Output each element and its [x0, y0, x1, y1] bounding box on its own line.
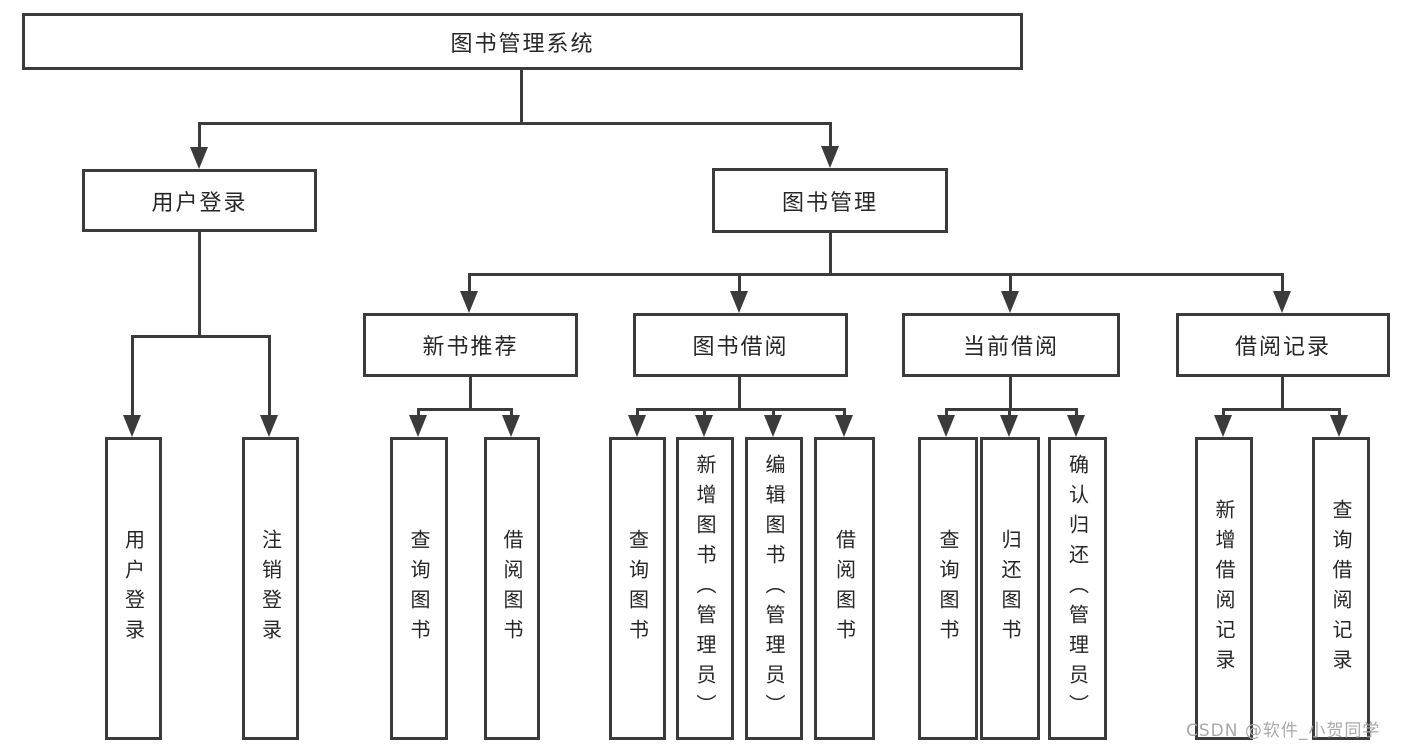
- leaf-query-books-borrowing: 查询图书: [609, 437, 666, 740]
- arrowhead-icon: [409, 415, 427, 437]
- connector-line: [1008, 408, 1011, 420]
- connector-line: [829, 233, 832, 273]
- arrowhead-icon: [460, 291, 478, 313]
- connector-line: [636, 408, 846, 411]
- leaf-query-borrow-record: 查询借阅记录: [1312, 437, 1370, 740]
- leaf-query-books-recommend: 查询图书: [390, 437, 448, 740]
- connector-line: [417, 408, 513, 411]
- arrowhead-icon: [821, 146, 839, 168]
- leaf-label: 用户登录: [121, 528, 146, 649]
- leaf-borrow-books-recommend: 借阅图书: [484, 437, 540, 740]
- arrowhead-icon: [502, 415, 520, 437]
- leaf-label: 确认归还（管理员）: [1065, 453, 1090, 724]
- leaf-query-books-current: 查询图书: [918, 437, 978, 740]
- arrowhead-icon: [1000, 415, 1018, 437]
- arrowhead-icon: [1214, 415, 1232, 437]
- connector-line: [417, 408, 420, 420]
- leaf-label: 新增图书（管理员）: [693, 453, 717, 724]
- node-new-book-recommendation: 新书推荐: [363, 313, 578, 377]
- leaf-add-books-admin: 新增图书（管理员）: [676, 437, 734, 740]
- leaf-add-borrow-record: 新增借阅记录: [1195, 437, 1253, 740]
- node-label: 图书借阅: [692, 335, 789, 360]
- connector-line: [636, 408, 639, 420]
- arrowhead-icon: [260, 415, 278, 437]
- node-label: 图书管理: [781, 190, 878, 216]
- leaf-label: 编辑图书（管理员）: [762, 453, 786, 724]
- connector-line: [843, 408, 846, 420]
- connector-line: [1009, 377, 1012, 408]
- leaf-label: 查询借阅记录: [1329, 498, 1353, 679]
- node-label: 借阅记录: [1234, 335, 1331, 360]
- leaf-label: 归还图书: [998, 528, 1022, 649]
- connector-line: [945, 408, 1078, 411]
- connector-line: [468, 273, 471, 295]
- arrowhead-icon: [1330, 415, 1348, 437]
- node-label: 新书推荐: [422, 335, 519, 360]
- leaf-label: 新增借阅记录: [1212, 498, 1236, 679]
- connector-line: [1075, 408, 1078, 420]
- connector-line: [1009, 273, 1012, 295]
- node-library-management-system: 图书管理系统: [22, 13, 1023, 70]
- connector-line: [520, 70, 523, 122]
- connector-line: [772, 408, 775, 420]
- node-borrowing-records: 借阅记录: [1176, 313, 1390, 377]
- node-book-borrowing: 图书借阅: [633, 313, 848, 377]
- node-label: 图书管理系统: [450, 31, 595, 57]
- connector-line: [738, 377, 741, 408]
- connector-line: [510, 408, 513, 420]
- arrowhead-icon: [1273, 291, 1291, 313]
- connector-line: [1281, 273, 1284, 295]
- node-user-login: 用户登录: [82, 169, 317, 232]
- leaf-edit-books-admin: 编辑图书（管理员）: [745, 437, 803, 740]
- node-current-borrowing: 当前借阅: [902, 313, 1120, 377]
- node-book-management: 图书管理: [712, 168, 948, 233]
- arrowhead-icon: [123, 415, 141, 437]
- leaf-label: 查询图书: [625, 528, 650, 649]
- arrowhead-icon: [1067, 415, 1085, 437]
- connector-line: [198, 232, 201, 335]
- watermark: CSDN @软件_小贺同学: [1186, 721, 1381, 741]
- connector-line: [829, 122, 832, 151]
- connector-line: [198, 122, 201, 151]
- connector-line: [738, 273, 741, 295]
- node-label: 当前借阅: [962, 335, 1059, 360]
- arrowhead-icon: [190, 147, 208, 169]
- connector-line: [703, 408, 706, 420]
- leaf-confirm-return-admin: 确认归还（管理员）: [1048, 437, 1107, 740]
- arrowhead-icon: [1001, 291, 1019, 313]
- connector-line: [198, 122, 831, 125]
- node-label: 用户登录: [151, 190, 248, 216]
- leaf-logout: 注销登录: [242, 437, 299, 740]
- leaf-label: 查询图书: [936, 528, 960, 649]
- leaf-label: 借阅图书: [500, 528, 524, 649]
- arrowhead-icon: [937, 415, 955, 437]
- connector-line: [268, 335, 271, 420]
- arrowhead-icon: [835, 415, 853, 437]
- leaf-user-login: 用户登录: [105, 437, 162, 740]
- connector-line: [468, 273, 1284, 276]
- arrowhead-icon: [730, 291, 748, 313]
- connector-line: [1222, 408, 1225, 420]
- leaf-label: 注销登录: [258, 528, 283, 649]
- connector-line: [1338, 408, 1341, 420]
- leaf-label: 借阅图书: [832, 528, 857, 649]
- connector-line: [1222, 408, 1341, 411]
- arrowhead-icon: [764, 415, 782, 437]
- leaf-return-books: 归还图书: [980, 437, 1040, 740]
- arrowhead-icon: [628, 415, 646, 437]
- leaf-borrow-books: 借阅图书: [814, 437, 875, 740]
- connector-line: [131, 335, 134, 420]
- leaf-label: 查询图书: [407, 528, 431, 649]
- connector-line: [469, 377, 472, 408]
- arrowhead-icon: [695, 415, 713, 437]
- connector-line: [1281, 377, 1284, 408]
- connector-line: [945, 408, 948, 420]
- connector-line: [131, 335, 271, 338]
